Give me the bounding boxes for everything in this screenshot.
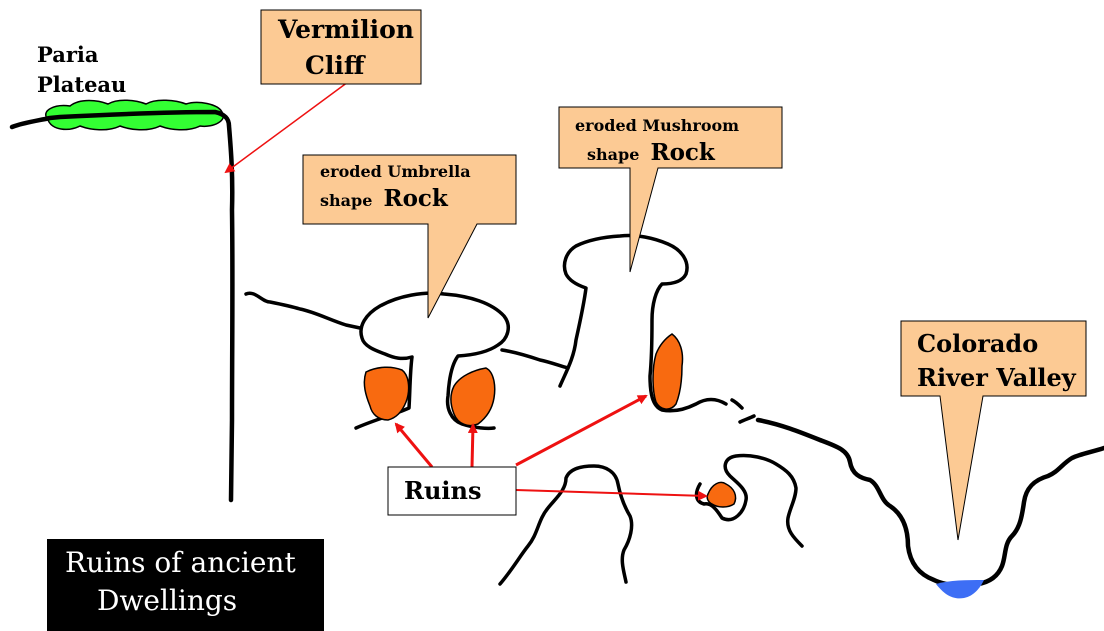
callout-colorado-line1: Colorado (917, 329, 1038, 358)
callout-mushroom-shape-word: shape (587, 145, 639, 164)
title-line1: Ruins of ancient (65, 545, 296, 581)
title-box: Ruins of ancient Dwellings (47, 539, 324, 631)
callout-mushroom-rock-word: Rock (650, 139, 715, 166)
title-line2: Dwellings (97, 583, 237, 619)
paria-label-line2: Plateau (37, 70, 126, 92)
mushroom-rock-outline (560, 235, 726, 410)
terrain-fragment-2 (740, 416, 754, 422)
callout-vermilion-line2: Cliff (305, 51, 366, 80)
ruin-small-rock (707, 482, 735, 507)
paria-label-line1: Paria (37, 40, 98, 69)
callout-mushroom-line1: eroded Mushroom (575, 116, 739, 135)
callout-umbrella-shape-word: shape (320, 191, 372, 210)
arrow-ruins-to-small-rock (516, 490, 706, 496)
callout-colorado-line2: River Valley (917, 363, 1077, 392)
terrain-line-left (246, 293, 360, 328)
arrow-ruins-to-mushroom (516, 396, 646, 465)
callout-vermilion-line1: Vermilion (277, 15, 414, 44)
colorado-river (936, 580, 984, 598)
callout-umbrella-rock-word: Rock (383, 185, 448, 212)
plateau-cliff-line (12, 112, 232, 500)
terrain-line-lower (500, 466, 632, 584)
arrow-ruins-to-umbrella-left (396, 424, 432, 467)
terrain-fragment-1 (732, 400, 742, 408)
callout-umbrella-line1: eroded Umbrella (320, 162, 471, 181)
canyon-line-right (758, 420, 1104, 585)
paria-plateau-label: Paria Plateau (37, 40, 98, 69)
arrow-ruins-to-umbrella-right (472, 425, 473, 467)
terrain-line-middle (502, 350, 568, 368)
ruins-label-text: Ruins (404, 476, 481, 505)
ruin-mushroom (653, 334, 683, 409)
ruin-umbrella-right (451, 368, 495, 426)
